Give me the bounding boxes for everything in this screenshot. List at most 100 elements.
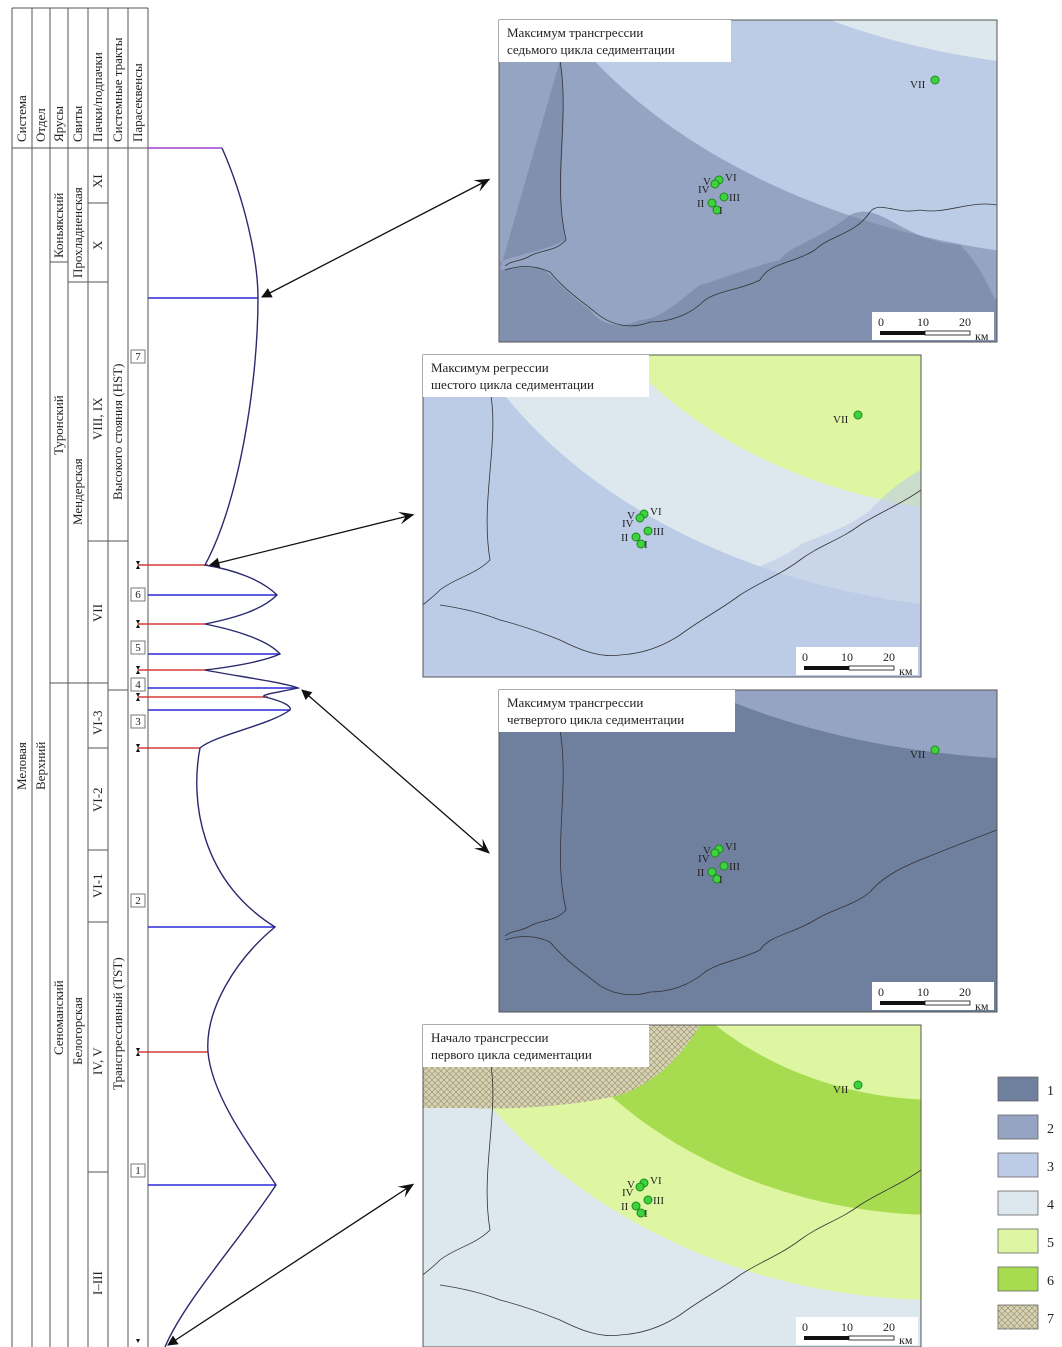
stage-coniacian-label: Коньякский — [51, 193, 66, 258]
map3-title-line1: Максимум трансгрессии — [507, 695, 643, 710]
arrow-map2 — [208, 511, 415, 568]
svg-text:I: I — [644, 539, 648, 551]
svg-text:III: III — [729, 861, 740, 873]
member-xi-label: XI — [90, 174, 105, 188]
parasequence-box-5: 5 — [130, 640, 146, 655]
boundary-markers — [136, 561, 140, 1343]
svg-text:7: 7 — [1047, 1312, 1054, 1327]
map1-well-iv: IV — [698, 184, 710, 196]
map2-wells: V VI IV III II I VII — [621, 410, 863, 551]
member-iv-v-label: IV, V — [90, 1047, 105, 1075]
svg-text:20: 20 — [883, 650, 895, 664]
map3-title-line2: четвертого цикла седиментации — [507, 712, 684, 727]
parasequence-box-7: 7 — [130, 349, 146, 364]
map4-title-line1: Начало трансгрессии — [431, 1030, 549, 1045]
svg-text:IV: IV — [698, 853, 710, 865]
svg-text:5: 5 — [1047, 1236, 1054, 1251]
arrow-map1 — [261, 178, 491, 298]
map1-well-iii: III — [729, 192, 740, 204]
map3-wells: V VI IV III II I VII — [697, 745, 940, 886]
svg-text:VII: VII — [833, 1084, 849, 1096]
svg-text:IV: IV — [622, 518, 634, 530]
map2-scale-bar: 0 10 20 км — [796, 647, 918, 678]
map1-scale-bar: 0 10 20 км — [872, 312, 994, 343]
legend-item-2: 2 — [997, 1114, 1054, 1140]
map2-title-line1: Максимум регрессии — [431, 360, 549, 375]
svg-text:20: 20 — [883, 1320, 895, 1334]
map1-well-vii: VII — [910, 79, 926, 91]
member-viii-ix-label: VIII, IX — [90, 397, 105, 440]
member-vi1-label: VI-1 — [90, 873, 105, 898]
legend-item-5: 5 — [997, 1228, 1054, 1254]
connector-arrows — [167, 178, 491, 1346]
map-panel-2: Максимум регрессии шестого цикла седимен… — [422, 354, 922, 678]
sequence-boundaries — [138, 147, 298, 1186]
svg-text:км: км — [975, 999, 989, 1013]
header-stages: Ярусы — [51, 106, 66, 142]
header-series: Отдел — [33, 108, 48, 142]
map1-well-v: V — [703, 176, 711, 188]
map4-wells: V VI IV III II I VII — [621, 1080, 863, 1220]
stage-turonian-label: Туронский — [51, 395, 66, 455]
svg-text:II: II — [621, 532, 629, 544]
svg-text:VII: VII — [910, 749, 926, 761]
formation-prokhladnenskaya-label: Прохладненская — [70, 187, 85, 278]
parasequence-box-3: 3 — [130, 714, 146, 729]
svg-text:км: км — [899, 1333, 913, 1347]
map4-scale-bar: 0 10 20 км — [796, 1317, 918, 1347]
svg-text:VI: VI — [650, 1175, 662, 1187]
svg-text:IV: IV — [622, 1187, 634, 1199]
system-label: Меловая — [14, 742, 29, 790]
map-panel-1: Максимум трансгрессии седьмого цикла сед… — [498, 19, 998, 343]
legend-item-1: 1 — [997, 1076, 1054, 1102]
svg-text:V: V — [627, 1179, 635, 1191]
legend-item-4: 4 — [997, 1190, 1054, 1216]
header-members: Пачки/подпачки — [90, 52, 105, 142]
svg-text:км: км — [899, 664, 913, 678]
map1-wells: V VI IV III II I VII — [697, 75, 940, 217]
svg-text:III: III — [653, 1195, 664, 1207]
map-panel-4: Начало трансгрессии первого цикла седиме… — [422, 1024, 922, 1347]
member-x-label: X — [90, 240, 105, 250]
svg-text:20: 20 — [959, 315, 971, 329]
map4-title-line2: первого цикла седиментации — [431, 1047, 592, 1062]
svg-text:V: V — [703, 845, 711, 857]
svg-text:10: 10 — [841, 650, 853, 664]
svg-text:0: 0 — [802, 650, 808, 664]
header-formations: Свиты — [70, 106, 85, 142]
parasequence-4: 4 — [135, 679, 141, 691]
svg-text:I: I — [719, 874, 723, 886]
svg-text:VI: VI — [650, 506, 662, 518]
svg-text:1: 1 — [1047, 1084, 1054, 1099]
member-vi3-label: VI-3 — [90, 710, 105, 735]
header-system: Система — [14, 95, 29, 142]
svg-text:0: 0 — [802, 1320, 808, 1334]
formation-menderskaya-label: Мендерская — [70, 458, 85, 525]
legend: 1 2 3 4 5 6 7 — [997, 1076, 1054, 1330]
svg-text:3: 3 — [1047, 1160, 1054, 1175]
header-parasequences: Парасеквенсы — [130, 63, 145, 142]
map1-title-line2: седьмого цикла седиментации — [507, 42, 675, 57]
map3-scale-bar: 0 10 20 км — [872, 982, 994, 1013]
header-system-tracts: Системные тракты — [110, 37, 125, 142]
parasequence-box-6: 6 — [130, 587, 146, 602]
formation-belogorskaya-label: Белогорская — [70, 997, 85, 1065]
map1-well-ii: II — [697, 198, 705, 210]
svg-text:II: II — [697, 867, 705, 879]
svg-text:10: 10 — [917, 315, 929, 329]
parasequence-box-1: 1 — [130, 1163, 146, 1178]
map2-title-line2: шестого цикла седиментации — [431, 377, 594, 392]
parasequence-5: 5 — [135, 642, 141, 654]
map-panel-3: Максимум трансгрессии четвертого цикла с… — [498, 689, 998, 1013]
svg-text:10: 10 — [841, 1320, 853, 1334]
svg-text:VI: VI — [725, 841, 737, 853]
parasequence-box-2: 2 — [130, 893, 146, 908]
map1-well-i: I — [719, 205, 723, 217]
svg-text:V: V — [627, 510, 635, 522]
svg-text:II: II — [621, 1201, 629, 1213]
parasequence-1: 1 — [135, 1165, 141, 1177]
arrow-map4 — [167, 1183, 415, 1346]
stratigraphic-column: Система Отдел Ярусы Свиты Пачки/подпачки… — [11, 7, 149, 1347]
parasequence-2: 2 — [135, 895, 141, 907]
